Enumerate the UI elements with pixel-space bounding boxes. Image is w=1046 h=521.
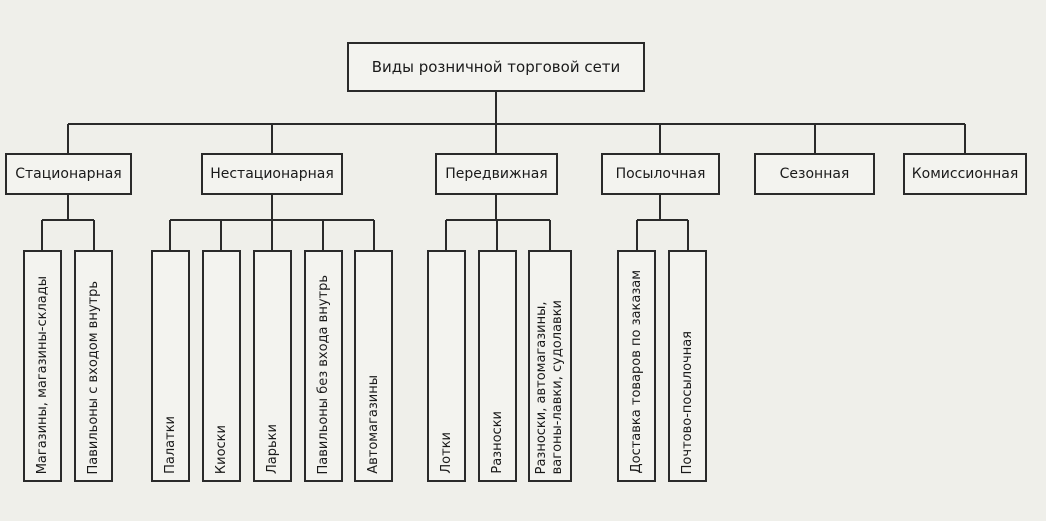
category-label: Сезонная (779, 166, 850, 182)
leaf-node: Лотки (427, 250, 466, 482)
leaf-label: Почтово-посылочная (679, 330, 695, 474)
leaf-label: Доставка товаров по заказам (628, 270, 644, 474)
leaf-label: Разноски (489, 411, 505, 474)
leaf-node: Почтово-посылочная (668, 250, 707, 482)
leaf-label: Палатки (162, 416, 178, 474)
category-node-commission: Комиссионная (903, 153, 1027, 195)
root-node-label: Виды розничной торговой сети (371, 58, 621, 76)
leaf-label: Разноски, автомагазины, вагоны-лавки, су… (534, 299, 565, 474)
leaf-node: Палатки (151, 250, 190, 482)
leaf-node: Павильоны без входа внутрь (304, 250, 343, 482)
leaf-node: Киоски (202, 250, 241, 482)
leaf-label: Автомагазины (365, 375, 381, 474)
category-label: Стационарная (15, 166, 122, 182)
leaf-node: Разноски (478, 250, 517, 482)
category-node-mobile: Передвижная (435, 153, 558, 195)
leaf-node: Доставка товаров по заказам (617, 250, 656, 482)
leaf-node: Павильоны с входом внутрь (74, 250, 113, 482)
leaf-node: Разноски, автомагазины, вагоны-лавки, су… (528, 250, 572, 482)
leaf-label: Киоски (213, 424, 229, 474)
category-label: Комиссионная (911, 166, 1019, 182)
category-node-non-stationary: Нестационарная (201, 153, 343, 195)
leaf-label: Павильоны с входом внутрь (85, 280, 101, 474)
root-node: Виды розничной торговой сети (347, 42, 645, 92)
leaf-label: Павильоны без входа внутрь (315, 274, 331, 474)
category-node-parcel: Посылочная (601, 153, 720, 195)
leaf-node: Автомагазины (354, 250, 393, 482)
leaf-label: Ларьки (264, 424, 280, 474)
leaf-node: Ларьки (253, 250, 292, 482)
category-label: Нестационарная (210, 166, 334, 182)
category-node-stationary: Стационарная (5, 153, 132, 195)
category-node-seasonal: Сезонная (754, 153, 875, 195)
leaf-node: Магазины, магазины-склады (23, 250, 62, 482)
category-label: Передвижная (445, 166, 548, 182)
leaf-label: Лотки (438, 432, 454, 474)
category-label: Посылочная (615, 166, 706, 182)
leaf-label: Магазины, магазины-склады (34, 275, 50, 474)
